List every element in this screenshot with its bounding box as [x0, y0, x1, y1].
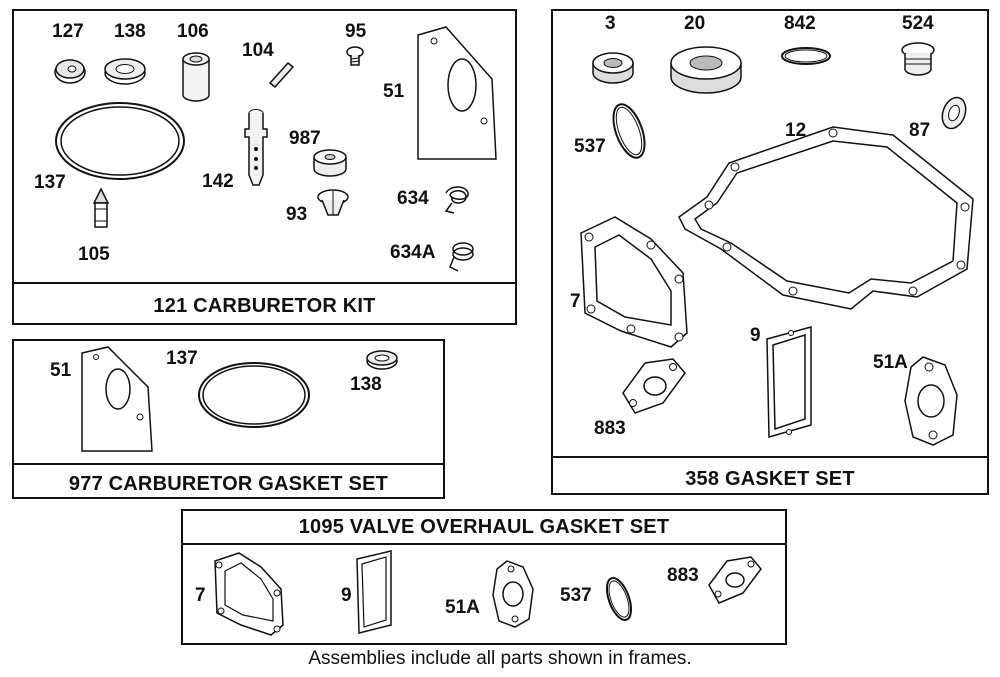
- part-label-12: 12: [785, 120, 807, 141]
- part-label-105: 105: [78, 244, 110, 265]
- part-label-138: 138: [350, 374, 382, 395]
- mounting-plate-51-drawing: [417, 26, 497, 160]
- frame-caption: 977 CARBURETOR GASKET SET: [68, 473, 389, 495]
- o-ring-137-drawing: [55, 102, 185, 180]
- part-label-634a: 634A: [390, 242, 436, 263]
- part-label-95: 95: [345, 21, 367, 42]
- frame-caption: 1095 VALVE OVERHAUL GASKET SET: [298, 516, 670, 538]
- pin-104-drawing: [268, 61, 295, 89]
- part-label-51a: 51A: [445, 597, 480, 618]
- part-label-104: 104: [242, 40, 274, 61]
- oil-seal-3-drawing: [592, 52, 634, 84]
- part-label-9: 9: [750, 325, 761, 346]
- part-label-9: 9: [341, 585, 352, 606]
- part-label-20: 20: [684, 13, 706, 34]
- divider: [553, 456, 987, 458]
- part-label-883: 883: [667, 565, 699, 586]
- divider: [14, 463, 443, 465]
- gasket-51a-drawing: [492, 560, 534, 628]
- oil-seal-20-drawing: [670, 46, 742, 94]
- part-label-524: 524: [902, 13, 934, 34]
- part-label-106: 106: [177, 21, 209, 42]
- part-label-87: 87: [909, 120, 931, 141]
- washer-138-drawing: [366, 350, 398, 370]
- part-label-537: 537: [574, 136, 606, 157]
- frame-valve-overhaul-gasket-set: 1095 VALVE OVERHAUL GASKET SET 7 9 51A 5…: [181, 509, 787, 645]
- frame-caption: 358 GASKET SET: [685, 468, 855, 490]
- part-label-51a: 51A: [873, 352, 908, 373]
- intake-gasket-883-drawing: [708, 556, 762, 604]
- part-label-138: 138: [114, 21, 146, 42]
- spring-634-drawing: [444, 186, 469, 214]
- valve-cover-gasket-9-drawing: [766, 326, 812, 438]
- part-label-7: 7: [195, 585, 206, 606]
- seal-127-drawing: [54, 59, 86, 84]
- o-ring-537-drawing: [605, 577, 633, 621]
- screw-95-drawing: [346, 46, 364, 66]
- divider: [183, 543, 785, 545]
- part-label-634: 634: [397, 188, 429, 209]
- washer-138-drawing: [104, 58, 146, 85]
- needle-105-drawing: [92, 187, 110, 228]
- o-ring-537-drawing: [612, 103, 646, 159]
- part-label-51: 51: [383, 81, 405, 102]
- mounting-plate-51-drawing: [81, 346, 153, 452]
- part-label-137: 137: [34, 172, 66, 193]
- frame-carburetor-kit: 121 CARBURETOR KIT 127 138 106 104 95 51…: [12, 9, 517, 325]
- gasket-51a-drawing: [904, 356, 958, 446]
- valve-cover-gasket-9-drawing: [356, 550, 392, 634]
- part-label-537: 537: [560, 585, 592, 606]
- ring-842-drawing: [781, 47, 831, 65]
- divider: [14, 282, 515, 284]
- frame-carburetor-gasket-set: 977 CARBURETOR GASKET SET 51 137 138: [12, 339, 445, 499]
- float-valve-93-drawing: [317, 189, 349, 216]
- part-label-142: 142: [202, 171, 234, 192]
- plug-524-drawing: [901, 42, 935, 76]
- part-label-3: 3: [605, 13, 616, 34]
- head-gasket-7-drawing: [580, 216, 688, 348]
- footer-note: Assemblies include all parts shown in fr…: [308, 648, 692, 669]
- part-label-842: 842: [784, 13, 816, 34]
- bushing-106-drawing: [182, 52, 210, 102]
- frame-caption: 121 CARBURETOR KIT: [153, 295, 376, 317]
- part-label-93: 93: [286, 204, 308, 225]
- o-ring-137-drawing: [198, 362, 310, 428]
- intake-gasket-883-drawing: [622, 358, 686, 414]
- part-label-137: 137: [166, 348, 198, 369]
- part-label-7: 7: [570, 291, 581, 312]
- frame-358-gasket-set: 358 GASKET SET 3 20 842 524 537 12 87 7 …: [551, 9, 989, 495]
- spring-634a-drawing: [449, 242, 474, 272]
- head-gasket-7-drawing: [214, 552, 284, 636]
- part-label-51: 51: [50, 360, 72, 381]
- part-label-127: 127: [52, 21, 84, 42]
- washer-87-drawing: [941, 96, 967, 130]
- crankcase-gasket-12-drawing: [678, 126, 974, 310]
- nozzle-142-drawing: [244, 109, 268, 186]
- spacer-987-drawing: [313, 149, 347, 177]
- part-label-987: 987: [289, 128, 321, 149]
- part-label-883: 883: [594, 418, 626, 439]
